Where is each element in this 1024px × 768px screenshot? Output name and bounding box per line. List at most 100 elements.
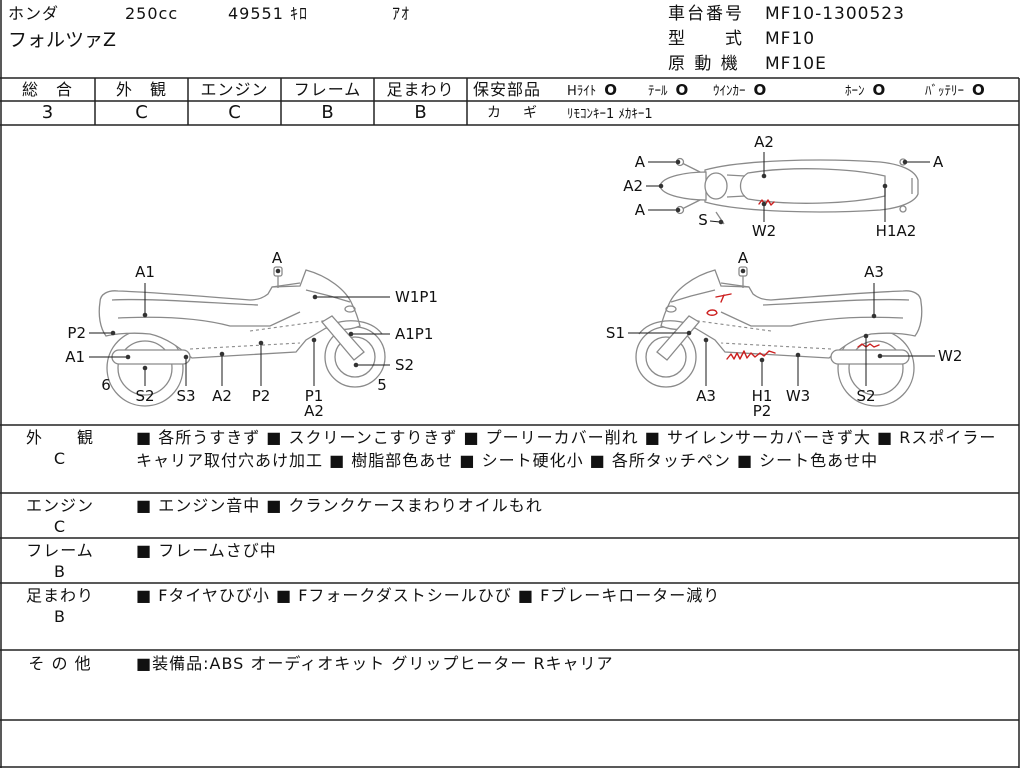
scooter-left-view [98, 266, 386, 407]
displacement: 250cc [125, 4, 179, 23]
damage-diagram: A2 A A2 A A S W2 H1A2 A A1 [65, 133, 962, 420]
leader-dot [686, 330, 692, 336]
grade-value-engine: C [228, 102, 241, 123]
safety-item-label: ｳｲﾝｶｰ [713, 84, 746, 99]
damage-label: H1 [752, 387, 773, 405]
leader-dot [795, 352, 801, 358]
body-color: ｱｵ [392, 4, 411, 23]
safety-item-battery: ﾊﾞｯﾃﾘｰ O [925, 81, 985, 101]
leader-dot [142, 365, 148, 371]
damage-label: W1P1 [395, 288, 438, 306]
damage-label: H1A2 [876, 222, 917, 240]
top-view-leaders [646, 152, 930, 225]
leader-dot [275, 268, 281, 274]
keys-value: ﾘﾓｺﾝｷｰ1 ﾒｶｷｰ1 [567, 107, 653, 122]
leader-dot [882, 183, 888, 189]
safety-item-label: Hﾗｲﾄ [567, 84, 597, 99]
damage-label: P2 [67, 324, 86, 342]
leader-dot [219, 351, 225, 357]
damage-label: A2 [212, 387, 232, 405]
leader-dot [675, 207, 681, 213]
leader-dot [125, 354, 131, 360]
comment-category: 外 観 [25, 428, 94, 447]
leader-dot [759, 357, 765, 363]
comment-text-other: ■装備品:ABS オーディオキット グリップヒーター Rキャリア [136, 654, 614, 673]
engine-model: MF10E [765, 54, 827, 74]
comment-label-frame: フレーム B [0, 540, 120, 582]
right-view-damage-marks [706, 293, 880, 360]
engine-model-label: 原 動 機 [668, 54, 740, 74]
leader-dot [761, 173, 767, 179]
right-view-leaders [628, 268, 935, 386]
leader-dot [110, 330, 116, 336]
safety-check-mark: O [604, 81, 618, 99]
safety-check-mark: O [872, 81, 886, 99]
leader-dot [258, 340, 264, 346]
comment-label-other: そ の 他 [0, 653, 120, 674]
safety-item-headlight: Hﾗｲﾄ O [567, 81, 617, 101]
damage-label: W2 [752, 222, 776, 240]
damage-label: W2 [938, 347, 962, 365]
top-front-nose [659, 171, 707, 201]
damage-label: A1 [65, 348, 85, 366]
model-name: フォルツァZ [8, 29, 117, 51]
grade-value-exterior: C [135, 102, 148, 123]
scooter-right-view [635, 266, 923, 407]
safety-check-mark: O [675, 81, 689, 99]
safety-item-label: ﾊﾞｯﾃﾘｰ [925, 84, 964, 99]
leader-dot [902, 159, 908, 165]
damage-label: A [933, 153, 944, 171]
top-seat [739, 168, 886, 204]
damage-label: A [635, 153, 646, 171]
left-view-leaders [89, 268, 390, 386]
comment-category: フレーム [26, 541, 94, 560]
frame-number: MF10-1300523 [765, 4, 905, 24]
damage-label: P2 [753, 402, 772, 420]
comment-text-frame: ■ フレームさび中 [136, 541, 277, 560]
comment-grade: C [53, 517, 67, 536]
leader-dot [353, 362, 359, 368]
damage-label: A2 [754, 133, 774, 151]
damage-label: S3 [176, 387, 195, 405]
right-view-labels: A A3 S1 W2 A3 H1 P2 W3 S2 [606, 249, 962, 420]
model-type-label: 型 式 [668, 29, 744, 49]
model-type: MF10 [765, 29, 816, 49]
top-floor-line [726, 174, 746, 198]
damage-label: W3 [786, 387, 810, 405]
comment-grade: B [54, 562, 66, 581]
damage-label: S [698, 211, 708, 229]
leader-dot [183, 354, 189, 360]
damage-label: A1P1 [395, 325, 433, 343]
keys-label: カ ギ [487, 105, 541, 121]
damage-label: 6 [101, 376, 111, 394]
grade-value-suspension: B [414, 102, 427, 123]
top-view-labels: A2 A A2 A A S W2 H1A2 [623, 133, 944, 240]
damage-label: P1 [305, 387, 324, 405]
damage-label: A3 [864, 263, 884, 281]
damage-label: S2 [395, 356, 414, 374]
scooter-top-view [659, 157, 919, 225]
grade-header-frame: フレーム [293, 80, 362, 99]
grade-value-overall: 3 [41, 102, 54, 123]
leader-dot [312, 294, 318, 300]
comment-category: そ の 他 [28, 654, 92, 673]
damage-label: S2 [135, 387, 154, 405]
leader-dot [718, 219, 724, 225]
maker: ホンダ [8, 4, 60, 23]
leader-dot [703, 337, 709, 343]
leader-line [709, 220, 721, 223]
left-view-labels: A A1 W1P1 P2 A1P1 A1 S2 6 5 S2 S3 A2 P2 … [65, 249, 438, 420]
safety-check-mark: O [972, 81, 985, 99]
damage-label: A2 [623, 177, 643, 195]
grade-header-overall: 総 合 [21, 80, 73, 99]
leader-dot [311, 337, 317, 343]
damage-label: A3 [696, 387, 716, 405]
damage-label: S2 [856, 387, 875, 405]
leader-dot [142, 312, 148, 318]
grade-header-engine: エンジン [200, 80, 269, 99]
damage-label: A2 [304, 402, 324, 420]
leader-dot [658, 183, 664, 189]
